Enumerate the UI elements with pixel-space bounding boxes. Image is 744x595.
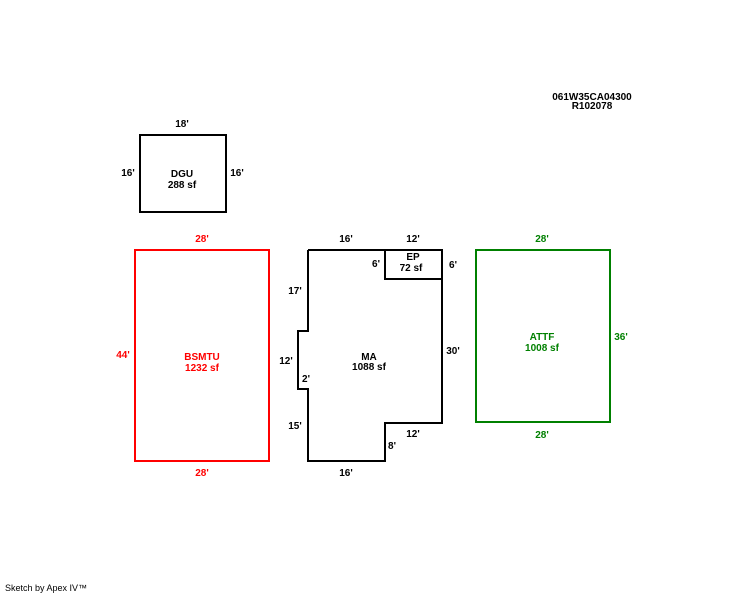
ep-name: EP <box>406 252 420 263</box>
ma-right-dimension: 30' <box>446 346 460 357</box>
ma-bottom-step-dimension: 8' <box>388 441 396 452</box>
ep-area: 72 sf <box>400 263 423 274</box>
attf-area: 1008 sf <box>525 343 560 354</box>
ma-left-lower-dimension: 15' <box>288 421 302 432</box>
attf-name: ATTF <box>530 332 555 343</box>
ep-outline <box>384 250 442 280</box>
ma-name: MA <box>361 352 377 363</box>
sketch-credit: Sketch by Apex IV™ <box>5 583 88 593</box>
attf-top-dimension: 28' <box>535 234 549 245</box>
dgu-name: DGU <box>171 169 193 180</box>
bsmtu-top-dimension: 28' <box>195 234 209 245</box>
ma-bottom-dimension: 16' <box>339 468 353 479</box>
ma-top-dimension: 16' <box>339 234 353 245</box>
dgu-outline <box>139 134 227 213</box>
dgu-area: 288 sf <box>168 180 197 191</box>
attf-outline <box>475 249 611 423</box>
dgu-top-dimension: 18' <box>175 119 189 130</box>
ma-left-mid-dimension: 12' <box>279 356 293 367</box>
ma-outline <box>297 249 443 462</box>
ma-area: 1088 sf <box>352 362 387 373</box>
bsmtu-name: BSMTU <box>184 352 220 363</box>
bsmtu-area: 1232 sf <box>185 363 220 374</box>
attf-right-dimension: 36' <box>614 332 628 343</box>
parcel-id: 061W35CA04300 <box>552 92 632 103</box>
bsmtu-bottom-dimension: 28' <box>195 468 209 479</box>
attf-bottom-dimension: 28' <box>535 430 549 441</box>
ep-left-dimension: 6' <box>372 259 380 270</box>
bsmtu-left-dimension: 44' <box>116 350 130 361</box>
ma-notch-dimension: 2' <box>302 374 310 385</box>
ma-step-right-dimension: 12' <box>406 429 420 440</box>
bsmtu-outline <box>134 249 270 462</box>
dgu-left-dimension: 16' <box>121 168 135 179</box>
dgu-right-dimension: 16' <box>230 168 244 179</box>
ep-right-dimension: 6' <box>449 260 457 271</box>
ep-top-dimension: 12' <box>406 234 420 245</box>
ma-left-upper-dimension: 17' <box>288 286 302 297</box>
account-id: R102078 <box>572 101 613 112</box>
